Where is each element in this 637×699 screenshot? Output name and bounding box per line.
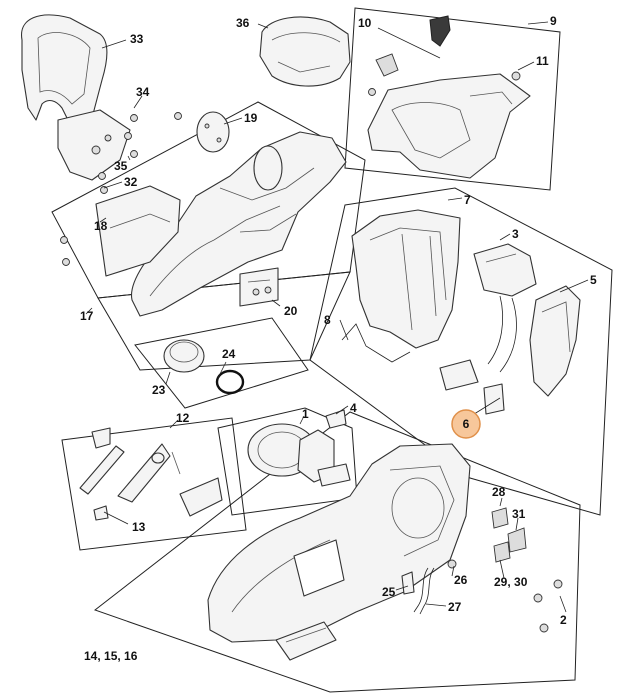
callout-labels: 33 36 10 9 11 34 19 35 32 18 17 20 7 8 3… xyxy=(80,14,597,663)
callout-1[interactable]: 1 xyxy=(302,407,309,421)
trigger-parts xyxy=(79,427,223,521)
highlighted-part-marker[interactable]: 6 xyxy=(451,409,481,439)
panel-trigger-parts xyxy=(61,417,247,551)
callout-34[interactable]: 34 xyxy=(136,85,150,99)
callout-17[interactable]: 17 xyxy=(80,309,94,323)
callout-13[interactable]: 13 xyxy=(132,520,146,534)
callout-4[interactable]: 4 xyxy=(350,401,357,415)
callout-33[interactable]: 33 xyxy=(130,32,144,46)
callout-11[interactable]: 11 xyxy=(536,54,549,68)
highlight-circle[interactable] xyxy=(451,409,481,439)
callout-7[interactable]: 7 xyxy=(464,193,471,207)
callout-8[interactable]: 8 xyxy=(324,313,331,327)
callout-35[interactable]: 35 xyxy=(114,159,128,173)
fuel-cap-part xyxy=(163,339,245,395)
callout-12[interactable]: 12 xyxy=(176,411,190,425)
callout-28[interactable]: 28 xyxy=(492,485,506,499)
callout-31[interactable]: 31 xyxy=(512,507,526,521)
callout-18[interactable]: 18 xyxy=(94,219,108,233)
shroud-part xyxy=(367,15,531,179)
callout-2[interactable]: 2 xyxy=(560,613,567,627)
crankcase-fittings xyxy=(401,507,563,633)
filter-cover-part xyxy=(259,16,351,87)
callout-32[interactable]: 32 xyxy=(124,175,138,189)
callout-19[interactable]: 19 xyxy=(244,111,258,125)
panel-fuel-cap xyxy=(134,317,309,409)
callout-9[interactable]: 9 xyxy=(550,14,557,28)
callout-10[interactable]: 10 xyxy=(358,16,372,30)
callout-29-30[interactable]: 29, 30 xyxy=(494,575,528,589)
callout-27[interactable]: 27 xyxy=(448,600,462,614)
tank-housing-part xyxy=(95,131,347,317)
callout-24[interactable]: 24 xyxy=(222,347,236,361)
flywheel-part xyxy=(247,409,351,487)
callout-3[interactable]: 3 xyxy=(512,227,519,241)
callout-23[interactable]: 23 xyxy=(152,383,166,397)
ignition-module-part xyxy=(439,243,581,415)
callout-6[interactable]: 6 xyxy=(463,417,470,431)
carburetor-box-part xyxy=(341,209,461,363)
crankcase-part xyxy=(207,443,471,661)
callout-26[interactable]: 26 xyxy=(454,573,468,587)
callout-36[interactable]: 36 xyxy=(236,16,250,30)
rear-handle-part xyxy=(21,14,131,181)
frame-small-parts xyxy=(60,111,230,266)
panel-ignition xyxy=(217,407,358,516)
panel-shroud xyxy=(344,7,561,191)
callout-14-15-16[interactable]: 14, 15, 16 xyxy=(84,649,138,663)
callout-25[interactable]: 25 xyxy=(382,585,396,599)
callout-20[interactable]: 20 xyxy=(284,304,298,318)
callout-5[interactable]: 5 xyxy=(590,273,597,287)
